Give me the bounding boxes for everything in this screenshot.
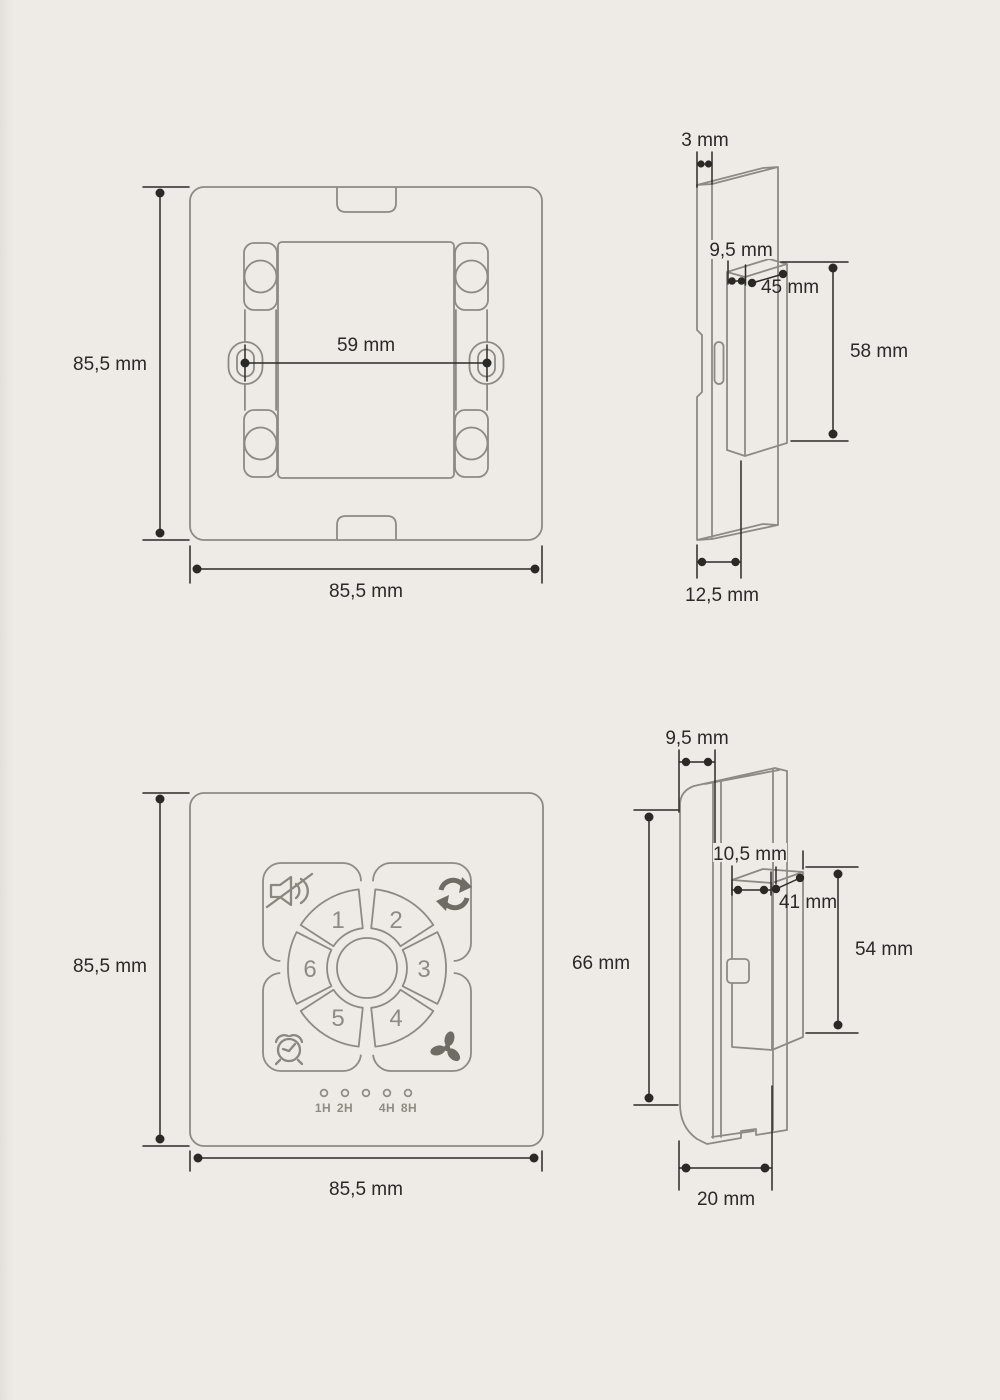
dim-label-backplate-height: 85,5 mm (73, 354, 147, 375)
mute-icon (265, 872, 314, 909)
backbox-outline (726, 258, 788, 457)
fan-icon (430, 1031, 461, 1062)
dimension-line-panel-height (142, 792, 190, 1147)
dial-center-button[interactable] (336, 937, 398, 999)
dim-label-plate-thickness: 3 mm (681, 130, 729, 151)
dim-label-relay-height: 54 mm (855, 939, 913, 960)
timer-led-1h (319, 1088, 329, 1098)
dimension-line-height (142, 186, 190, 541)
timer-led-8h (403, 1088, 413, 1098)
fixing-hole (243, 426, 278, 461)
panel-side-view: 9,5 mm 66 mm 10,5 mm 41 mm 54 mm 20 mm (572, 728, 913, 1210)
dim-label-box-height: 58 mm (850, 341, 908, 362)
dim-label-hole-spacing: 59 mm (337, 335, 395, 356)
panel-front-view: 1 2 3 4 5 6 (73, 792, 544, 1200)
timer-led-4h (382, 1088, 392, 1098)
side-clip-tab (726, 958, 750, 984)
dim-label-cover-depth: 9,5 mm (665, 728, 728, 749)
corner-lug (243, 242, 278, 311)
dimension-line-panel-width (189, 1150, 543, 1172)
fixing-hole (243, 259, 278, 294)
backplate-side-view: 3 mm 9,5 mm 45 mm 58 mm 12,5 mm (681, 130, 908, 606)
dim-label-relay-width: 41 mm (779, 892, 837, 913)
timer-label-1h: 1H (315, 1101, 331, 1115)
timer-label-4h: 4H (379, 1101, 395, 1115)
dial-segment-2[interactable] (370, 888, 435, 948)
dial-segment-5[interactable] (299, 988, 364, 1048)
dimension-line-side-height (633, 809, 679, 1106)
corner-lug (243, 409, 278, 478)
dim-label-total-depth: 12,5 mm (685, 585, 759, 606)
fixing-hole (454, 426, 489, 461)
dial-label-2: 2 (389, 907, 402, 934)
dial-segment-6[interactable] (287, 931, 333, 1005)
backplate-top-tab (336, 187, 397, 213)
side-rails (244, 309, 488, 411)
dial-cutout (280, 881, 454, 1055)
timer-label-8h: 8H (401, 1101, 417, 1115)
dial-label-5: 5 (331, 1005, 344, 1032)
panel-outer-frame (189, 792, 544, 1147)
dimension-line-box-height (780, 261, 849, 442)
dimension-line-side-total-depth (678, 1085, 773, 1191)
dim-label-panel-height: 85,5 mm (73, 956, 147, 977)
backplate-outer-frame (189, 186, 543, 541)
timer-label-2h: 2H (337, 1101, 353, 1115)
dial-label-6: 6 (303, 956, 316, 983)
dim-label-side-total-depth: 20 mm (697, 1189, 755, 1210)
dimension-line-relay-width (775, 850, 804, 890)
dial-label-1: 1 (331, 907, 344, 934)
timer-led-mid (361, 1088, 371, 1098)
dimension-line-box-width (751, 273, 784, 284)
dimension-line-relay-height (805, 866, 859, 1034)
dial-segment-1[interactable] (299, 888, 364, 948)
timer-led-2h (340, 1088, 350, 1098)
side-slot (713, 341, 725, 385)
backplate-inner-frame (277, 241, 455, 479)
backplate-bottom-tab (336, 515, 397, 540)
dial-segment-3[interactable] (401, 931, 447, 1005)
cover-side-outline (679, 767, 788, 1145)
corner-lug (454, 409, 489, 478)
dim-label-box-depth: 9,5 mm (709, 240, 772, 261)
cycle-icon (436, 877, 472, 911)
dim-label-panel-width: 85,5 mm (329, 1179, 403, 1200)
dim-label-side-height: 66 mm (572, 953, 630, 974)
backplate-side-outline (696, 166, 779, 541)
alarm-icon (274, 1034, 304, 1066)
dim-label-backplate-width: 85,5 mm (329, 581, 403, 602)
dimension-line-width (189, 545, 543, 584)
fixing-hole (454, 259, 489, 294)
dim-label-relay-depth: 10,5 mm (713, 844, 787, 865)
dial-segment-4[interactable] (370, 988, 435, 1048)
dial-label-4: 4 (389, 1005, 402, 1032)
backplate-front-view: 85,5 mm 59 mm 85,5 mm (73, 186, 543, 602)
dial-label-3: 3 (417, 956, 430, 983)
corner-lug (454, 242, 489, 311)
dim-label-box-width: 45 mm (761, 277, 819, 298)
